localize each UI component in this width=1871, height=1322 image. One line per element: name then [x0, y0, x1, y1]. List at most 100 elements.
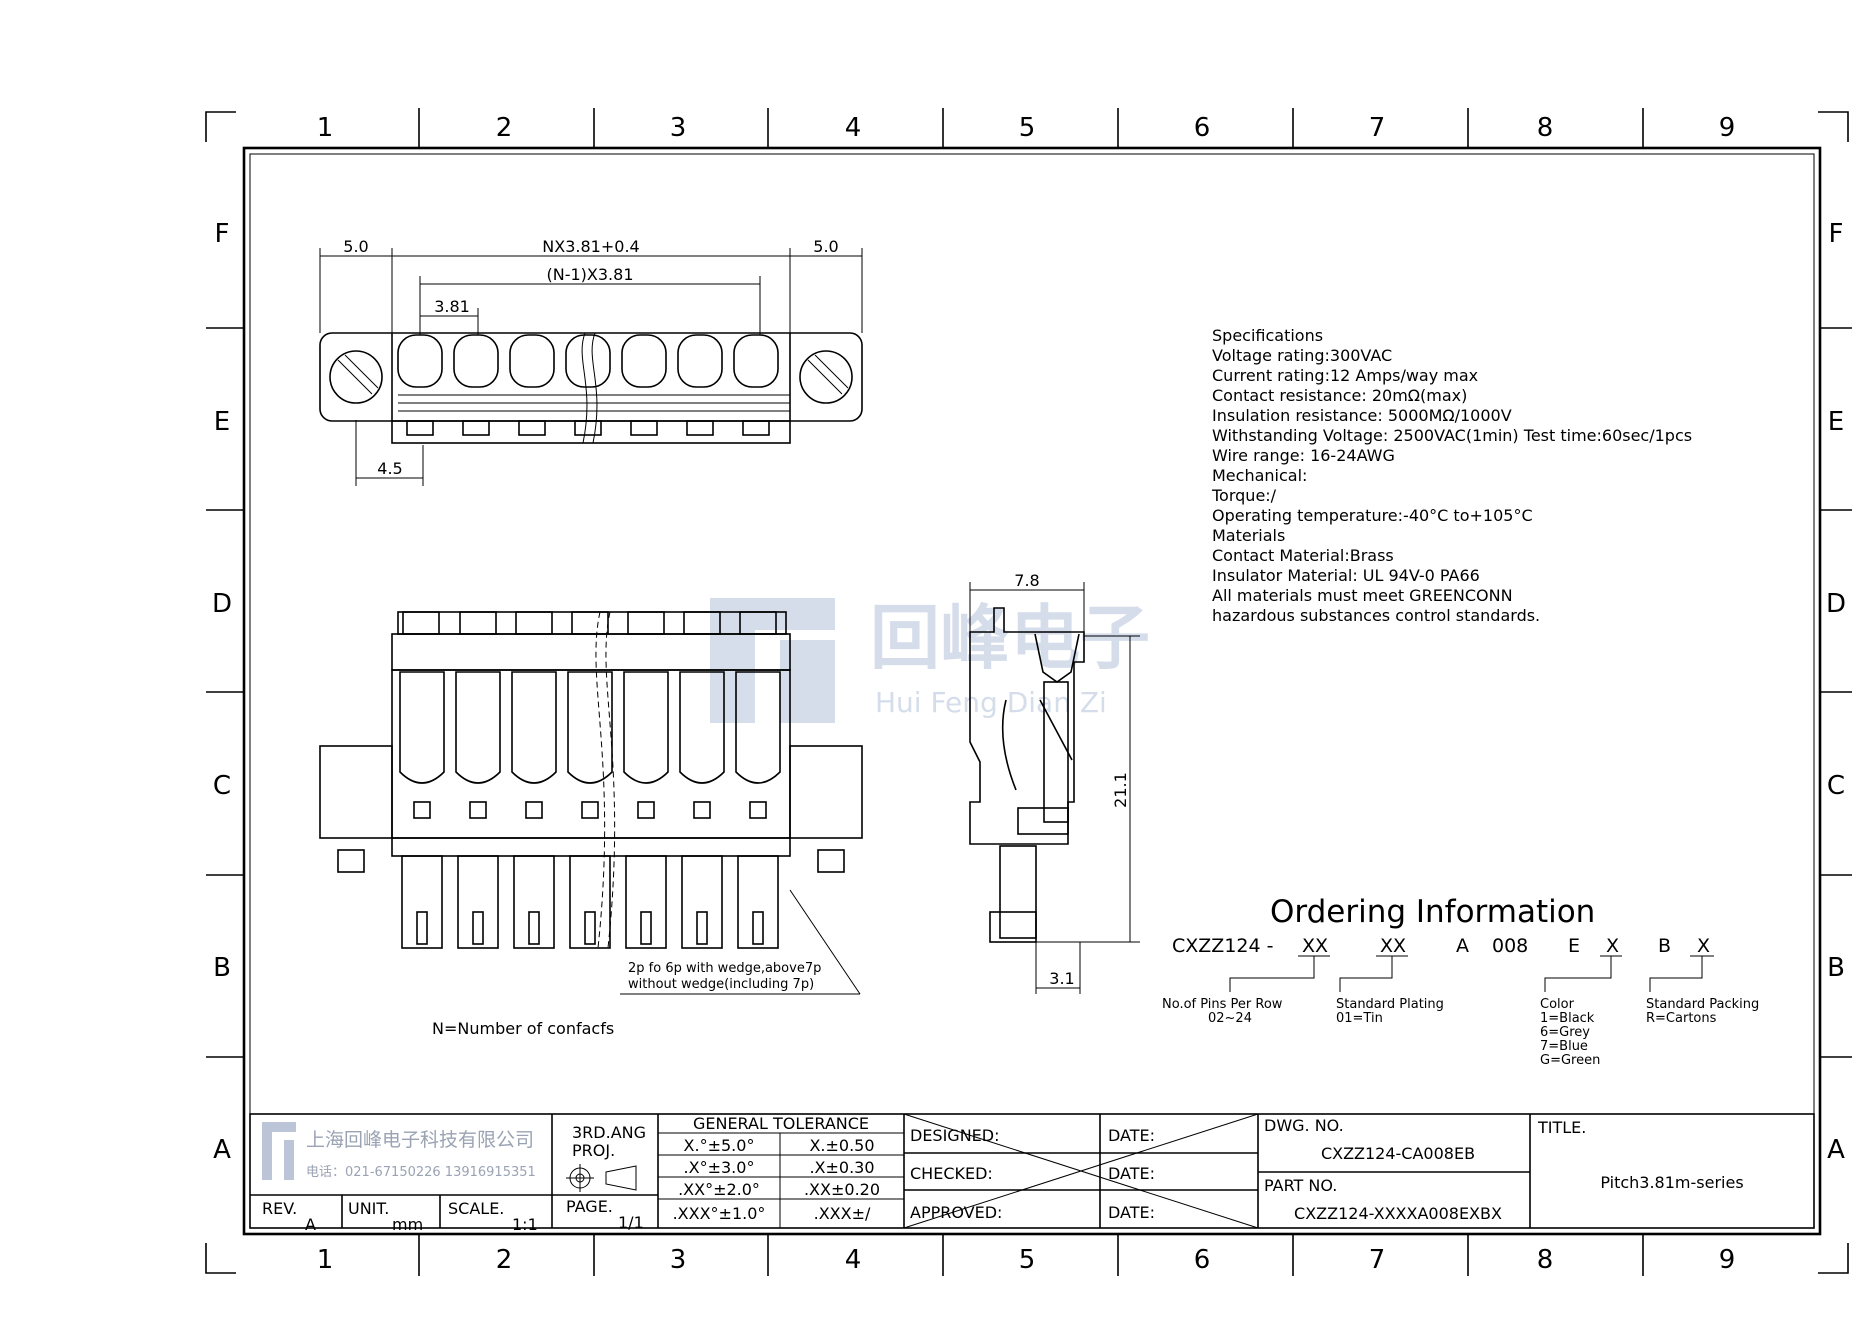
order-color-grey: 6=Grey	[1540, 1025, 1590, 1040]
tol-linear-2: .XX±0.20	[804, 1180, 880, 1199]
company-logo	[262, 1122, 296, 1180]
scale-value: 1:1	[512, 1215, 538, 1234]
order-color-black: 1=Black	[1540, 1011, 1595, 1026]
dim-total-length: NX3.81+0.4	[542, 237, 639, 256]
order-code-e: E	[1568, 935, 1580, 957]
spec-line: Materials	[1212, 526, 1285, 545]
rev-value: A	[305, 1215, 316, 1234]
approved-label: APPROVED:	[910, 1203, 1002, 1222]
grid-row-left: F	[215, 219, 230, 249]
part-no: CXZZ124-XXXXA008EXBX	[1294, 1204, 1502, 1223]
order-color-blue: 7=Blue	[1540, 1039, 1588, 1054]
page-label: PAGE.	[566, 1197, 613, 1216]
grid-col-bottom: 4	[845, 1245, 862, 1275]
sheet-frame	[205, 108, 1852, 1276]
grid-row-left: B	[213, 953, 231, 983]
projection-line1: 3RD.ANG	[572, 1123, 646, 1142]
spec-line: Current rating:12 Amps/way max	[1212, 366, 1478, 385]
grid-row-left: C	[213, 771, 231, 801]
order-code-a: A	[1456, 935, 1469, 957]
grid-col-top: 2	[496, 113, 513, 143]
spec-line: hazardous substances control standards.	[1212, 606, 1540, 625]
tolerance-title: GENERAL TOLERANCE	[693, 1114, 869, 1133]
grid-row-right: A	[1827, 1135, 1845, 1165]
scale-label: SCALE.	[448, 1199, 504, 1218]
ordering-title: Ordering Information	[1270, 894, 1595, 930]
rev-label: REV.	[262, 1199, 297, 1218]
grid-col-top: 6	[1194, 113, 1211, 143]
spec-line: Contact Material:Brass	[1212, 546, 1394, 565]
dim-side-width: 7.8	[1014, 571, 1039, 590]
dim-offset: 4.5	[377, 459, 402, 478]
tol-linear-3: .XXX±/	[814, 1204, 871, 1223]
checked-date-label: DATE:	[1108, 1164, 1155, 1183]
title-label: TITLE.	[1537, 1118, 1586, 1137]
grid-row-left: A	[213, 1135, 231, 1165]
title-block: 上海回峰电子科技有限公司 电话：021-67150226 13916915351…	[249, 1113, 1815, 1234]
spec-line: Insulation resistance: 5000MΩ/1000V	[1212, 406, 1512, 425]
order-plating-value: 01=Tin	[1336, 1011, 1383, 1026]
projection-line2: PROJ.	[572, 1141, 615, 1160]
spec-line: Insulator Material: UL 94V-0 PA66	[1212, 566, 1480, 585]
watermark-cn: 回峰电子	[870, 597, 1150, 679]
grid-col-bottom: 3	[670, 1245, 687, 1275]
grid-col-bottom: 2	[496, 1245, 513, 1275]
company-name: 上海回峰电子科技有限公司	[306, 1129, 534, 1151]
spec-heading: Specifications	[1212, 326, 1323, 345]
tol-angle-1: .X°±3.0°	[684, 1158, 755, 1177]
dwg-no-label: DWG. NO.	[1264, 1116, 1344, 1135]
order-prefix: CXZZ124 -	[1172, 935, 1273, 957]
spec-line: Torque:/	[1211, 486, 1277, 505]
grid-row-right: D	[1826, 589, 1846, 619]
watermark-en: Hui Feng Dian Zi	[875, 686, 1107, 719]
grid-col-bottom: 9	[1719, 1245, 1736, 1275]
grid-row-right: C	[1827, 771, 1845, 801]
grid-col-top: 4	[845, 113, 862, 143]
order-code-b: B	[1658, 935, 1671, 957]
designed-label: DESIGNED:	[910, 1126, 1000, 1145]
grid-col-top: 9	[1719, 113, 1736, 143]
top-view: 5.0 NX3.81+0.4 5.0 (N-1)X3.81 3.81 4.5	[319, 237, 863, 486]
spec-line: Wire range: 16-24AWG	[1212, 446, 1395, 465]
part-no-label: PART NO.	[1264, 1176, 1337, 1195]
drawing-title: Pitch3.81m-series	[1600, 1173, 1743, 1192]
grid-col-top: 3	[670, 113, 687, 143]
page-value: 1/1	[618, 1213, 644, 1232]
side-view: 7.8 21.1 3.1	[969, 571, 1140, 994]
grid-col-top: 8	[1537, 113, 1554, 143]
dim-left-margin: 5.0	[343, 237, 368, 256]
grid-col-bottom: 6	[1194, 1245, 1211, 1275]
unit-value: mm	[392, 1215, 423, 1234]
grid-col-bottom: 1	[317, 1245, 334, 1275]
order-packing-value: R=Cartons	[1646, 1011, 1717, 1026]
order-color-green: G=Green	[1540, 1053, 1600, 1068]
dim-right-margin: 5.0	[813, 237, 838, 256]
n-note: N=Number of confacfs	[432, 1019, 614, 1038]
approved-date-label: DATE:	[1108, 1203, 1155, 1222]
tol-angle-2: .XX°±2.0°	[678, 1180, 760, 1199]
order-code-pins: XX	[1302, 935, 1328, 957]
front-note-line1: 2p fo 6p with wedge,above7p	[628, 961, 821, 976]
grid-col-bottom: 5	[1019, 1245, 1036, 1275]
order-code-plating: XX	[1380, 935, 1406, 957]
spec-line: Contact resistance: 20mΩ(max)	[1212, 386, 1467, 405]
order-code-color: X	[1606, 935, 1619, 957]
order-color-label: Color	[1540, 997, 1575, 1012]
dim-pitch: 3.81	[434, 297, 470, 316]
front-view: 2p fo 6p with wedge,above7p without wedg…	[319, 611, 863, 1038]
order-pins-label: No.of Pins Per Row	[1162, 997, 1283, 1012]
grid-row-right: B	[1827, 953, 1845, 983]
grid-col-top: 1	[317, 113, 334, 143]
dim-pitch-span: (N-1)X3.81	[547, 265, 634, 284]
grid-row-right: F	[1829, 219, 1844, 249]
spec-line: Withstanding Voltage: 2500VAC(1min) Test…	[1212, 426, 1692, 445]
dwg-no: CXZZ124-CA008EB	[1321, 1144, 1475, 1163]
dim-side-height: 21.1	[1111, 772, 1130, 808]
spec-line: Operating temperature:-40°C to+105°C	[1212, 506, 1533, 525]
spec-line: All materials must meet GREENCONN	[1212, 586, 1513, 605]
dim-side-base: 3.1	[1049, 969, 1074, 988]
spec-line: Voltage rating:300VAC	[1212, 346, 1392, 365]
tol-linear-1: .X±0.30	[809, 1158, 874, 1177]
grid-row-right: E	[1828, 407, 1844, 437]
